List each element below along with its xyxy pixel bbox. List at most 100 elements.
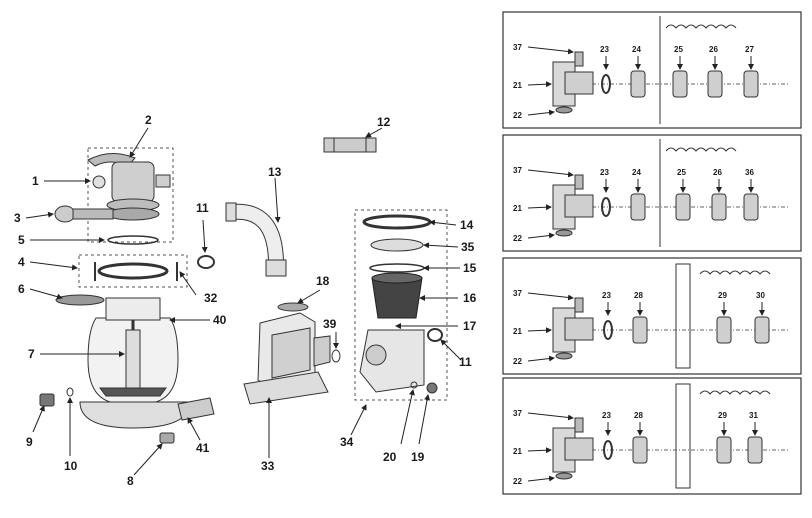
callout-label: 21 [513, 447, 522, 456]
leader-line [527, 412, 574, 421]
callout-label: 35 [461, 240, 475, 254]
wall-section [675, 263, 691, 369]
leader-line [527, 447, 552, 454]
base-plate [177, 397, 215, 421]
callout-label: 11 [196, 201, 209, 215]
tank-clamp [97, 262, 169, 280]
strainer-cap [277, 302, 309, 312]
pressure-gauge [92, 175, 106, 189]
callout-label: 4 [18, 255, 25, 269]
drain-cap [54, 205, 76, 223]
callout-label: 30 [756, 291, 765, 300]
callout-label: 11 [459, 355, 472, 369]
fitting [630, 193, 646, 221]
callout-label: 40 [213, 313, 227, 327]
leader-line [527, 109, 555, 116]
callout-label: 14 [460, 218, 474, 232]
panel-frame [502, 257, 802, 375]
lid-o-ring [369, 263, 425, 273]
plug-o-ring [410, 381, 418, 389]
callout-label: 12 [377, 115, 391, 129]
callout-label: 17 [463, 319, 477, 333]
callout-label: 41 [196, 441, 210, 455]
strainer-basket [371, 277, 423, 319]
callout-label: 10 [64, 459, 78, 473]
panel-frame [502, 134, 802, 252]
motor-o-ring [331, 349, 341, 363]
callout-label: 23 [602, 291, 611, 300]
callout-label: 6 [18, 282, 25, 296]
callout-label: 31 [749, 411, 758, 420]
callout-label: 8 [127, 474, 134, 488]
valve-cap [555, 229, 573, 237]
lock-ring [362, 214, 432, 230]
callout-label: 16 [463, 291, 477, 305]
fitting [672, 70, 688, 98]
diffuser [55, 294, 105, 306]
leader-line [527, 355, 555, 362]
drain-valve [159, 432, 175, 444]
callout-label: 3 [14, 211, 21, 225]
callout-label: 20 [383, 450, 397, 464]
callout-label: 24 [632, 168, 641, 177]
fitting [632, 316, 648, 344]
fitting [632, 436, 648, 464]
seal-ring [601, 197, 611, 217]
fitting [707, 70, 723, 98]
strainer-lid [370, 238, 424, 252]
callout-label: 26 [713, 168, 722, 177]
leader-line [527, 204, 552, 211]
callout-label: 28 [634, 411, 643, 420]
seal-ring [603, 320, 613, 340]
pump-o-ring [427, 328, 443, 342]
leader-line [527, 81, 552, 88]
valve-outlet [564, 71, 594, 95]
valve-outlet [564, 194, 594, 218]
callout-label: 22 [513, 111, 522, 120]
callout-label: 15 [463, 261, 477, 275]
callout-label: 19 [411, 450, 425, 464]
callout-label: 7 [28, 347, 35, 361]
drain-plug [39, 393, 55, 407]
callout-label: 32 [204, 291, 218, 305]
water-wave [665, 147, 737, 152]
wall-section [675, 383, 691, 489]
leader-line [527, 169, 574, 178]
callout-label: 37 [513, 43, 522, 52]
callout-label: 23 [600, 45, 609, 54]
callout-label: 24 [632, 45, 641, 54]
leader-line [527, 292, 574, 301]
callout-label: 5 [18, 233, 25, 247]
callout-label: 26 [709, 45, 718, 54]
leader-line [527, 327, 552, 334]
pump-housing [354, 209, 448, 401]
pump-motor [243, 302, 341, 405]
valve-stem [574, 174, 584, 190]
callout-label: 21 [513, 204, 522, 213]
callout-label: 25 [677, 168, 686, 177]
fitting [716, 436, 732, 464]
fitting [716, 316, 732, 344]
fitting [743, 193, 759, 221]
panel-frame [502, 11, 802, 129]
main-labels: 1 2 3 4 5 6 7 8 9 10 11 12 13 14 15 16 1… [14, 113, 477, 488]
panel-frame [502, 377, 802, 495]
valve-stem [574, 51, 584, 67]
valve-cap [555, 472, 573, 480]
fitting [747, 436, 763, 464]
sand-filter-assembly [39, 147, 215, 444]
fitting [630, 70, 646, 98]
callout-label: 36 [745, 168, 754, 177]
hose-o-ring [197, 255, 215, 269]
callout-label: 23 [602, 411, 611, 420]
callout-label: 21 [513, 327, 522, 336]
callout-label: 22 [513, 234, 522, 243]
callout-label: 28 [634, 291, 643, 300]
water-wave [699, 390, 771, 395]
